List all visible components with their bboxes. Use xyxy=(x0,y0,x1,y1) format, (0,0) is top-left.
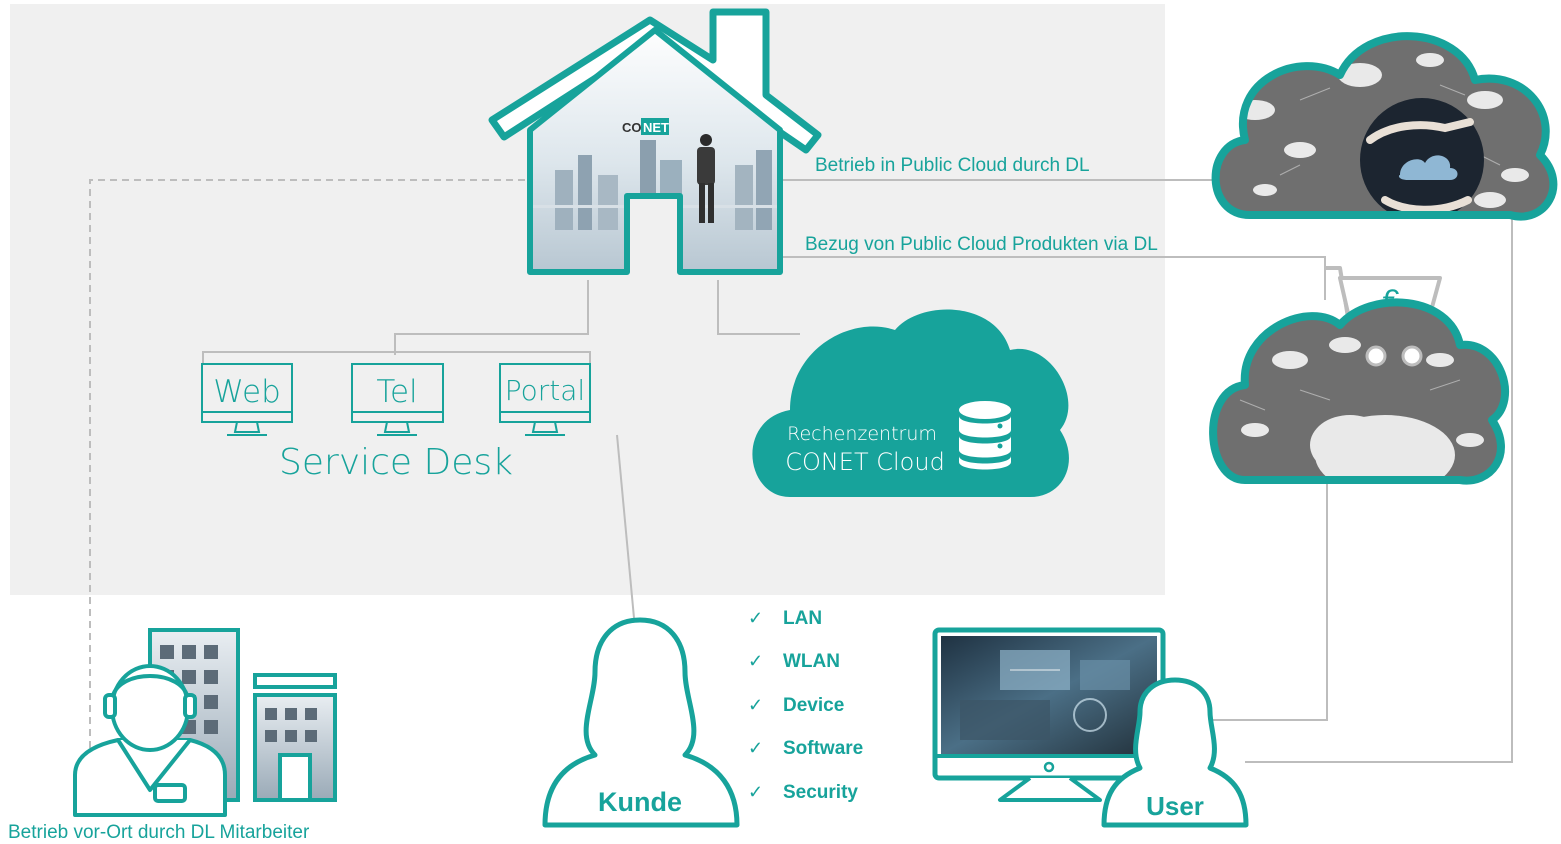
customer-label: Kunde xyxy=(598,787,682,817)
customer-person-icon: Kunde xyxy=(542,617,740,828)
label-onsite-operation: Betrieb vor-Ort durch DL Mitarbeiter xyxy=(8,822,310,843)
public-cloud-products-cloud xyxy=(1209,298,1510,485)
checklist-item: ✓ WLAN xyxy=(748,651,840,672)
house-body-outline xyxy=(527,27,783,275)
checklist-label: Device xyxy=(783,695,844,716)
monitor-web-icon xyxy=(201,363,293,436)
line-house-to-service-desk xyxy=(394,280,589,355)
checklist-item: ✓ Device xyxy=(748,695,844,716)
checklist-label: Software xyxy=(783,738,863,759)
line-cloud-to-user xyxy=(1212,482,1328,721)
conet-logo: CO NET xyxy=(622,118,669,135)
service-desk: Web Tel Portal Service Desk xyxy=(201,363,591,483)
checklist-label: WLAN xyxy=(783,651,840,672)
check-icon: ✓ xyxy=(748,651,763,671)
checklist-label: Security xyxy=(783,782,858,803)
channel-web-label: Web xyxy=(213,374,281,410)
customer-checklist: ✓ LAN ✓ WLAN ✓ Device ✓ Software ✓ Secur… xyxy=(748,608,863,803)
desktop-monitor-icon xyxy=(932,627,1166,802)
channel-portal-label: Portal xyxy=(505,374,585,407)
monitor-tel-icon xyxy=(351,363,444,436)
businessman-figure xyxy=(697,134,715,223)
line-house-to-datacenter xyxy=(717,280,800,335)
check-icon: ✓ xyxy=(748,782,763,802)
datacenter-line1: Rechenzentrum xyxy=(787,423,937,445)
channel-tel-label: Tel xyxy=(376,374,417,410)
logo-text-right: NET xyxy=(643,120,669,135)
onsite-staff-group xyxy=(73,628,337,817)
check-icon: ✓ xyxy=(748,738,763,758)
logo-text-left: CO xyxy=(622,120,642,135)
line-house-onsite-dashed xyxy=(89,179,525,750)
line-desk-to-customer xyxy=(616,434,635,619)
check-icon: ✓ xyxy=(748,608,763,628)
database-icon xyxy=(959,401,1011,470)
connection-lines xyxy=(89,179,1513,763)
label-public-cloud-products: Bezug von Public Cloud Produkten via DL xyxy=(805,234,1158,255)
checklist-item: ✓ Software xyxy=(748,738,863,759)
service-desk-title: Service Desk xyxy=(279,442,513,483)
public-cloud-operation-cloud xyxy=(1211,32,1558,221)
datacenter-line2: CONET Cloud xyxy=(785,448,945,476)
checklist-item: ✓ Security xyxy=(748,782,858,803)
check-icon: ✓ xyxy=(748,695,763,715)
line-service-desk-bus xyxy=(202,351,591,364)
monitor-portal-icon xyxy=(499,363,591,436)
staff-person-icon xyxy=(73,664,227,817)
line-public-cloud-products xyxy=(780,256,1326,300)
checklist-item: ✓ LAN xyxy=(748,608,822,629)
label-public-cloud-operation: Betrieb in Public Cloud durch DL xyxy=(815,155,1090,176)
user-workstation: User xyxy=(932,627,1249,828)
line-topcloud-to-user xyxy=(1245,208,1513,763)
user-label: User xyxy=(1146,791,1204,821)
user-person-icon: User xyxy=(1101,677,1249,828)
datacenter-cloud: Rechenzentrum CONET Cloud xyxy=(752,309,1069,497)
checklist-label: LAN xyxy=(783,608,822,629)
